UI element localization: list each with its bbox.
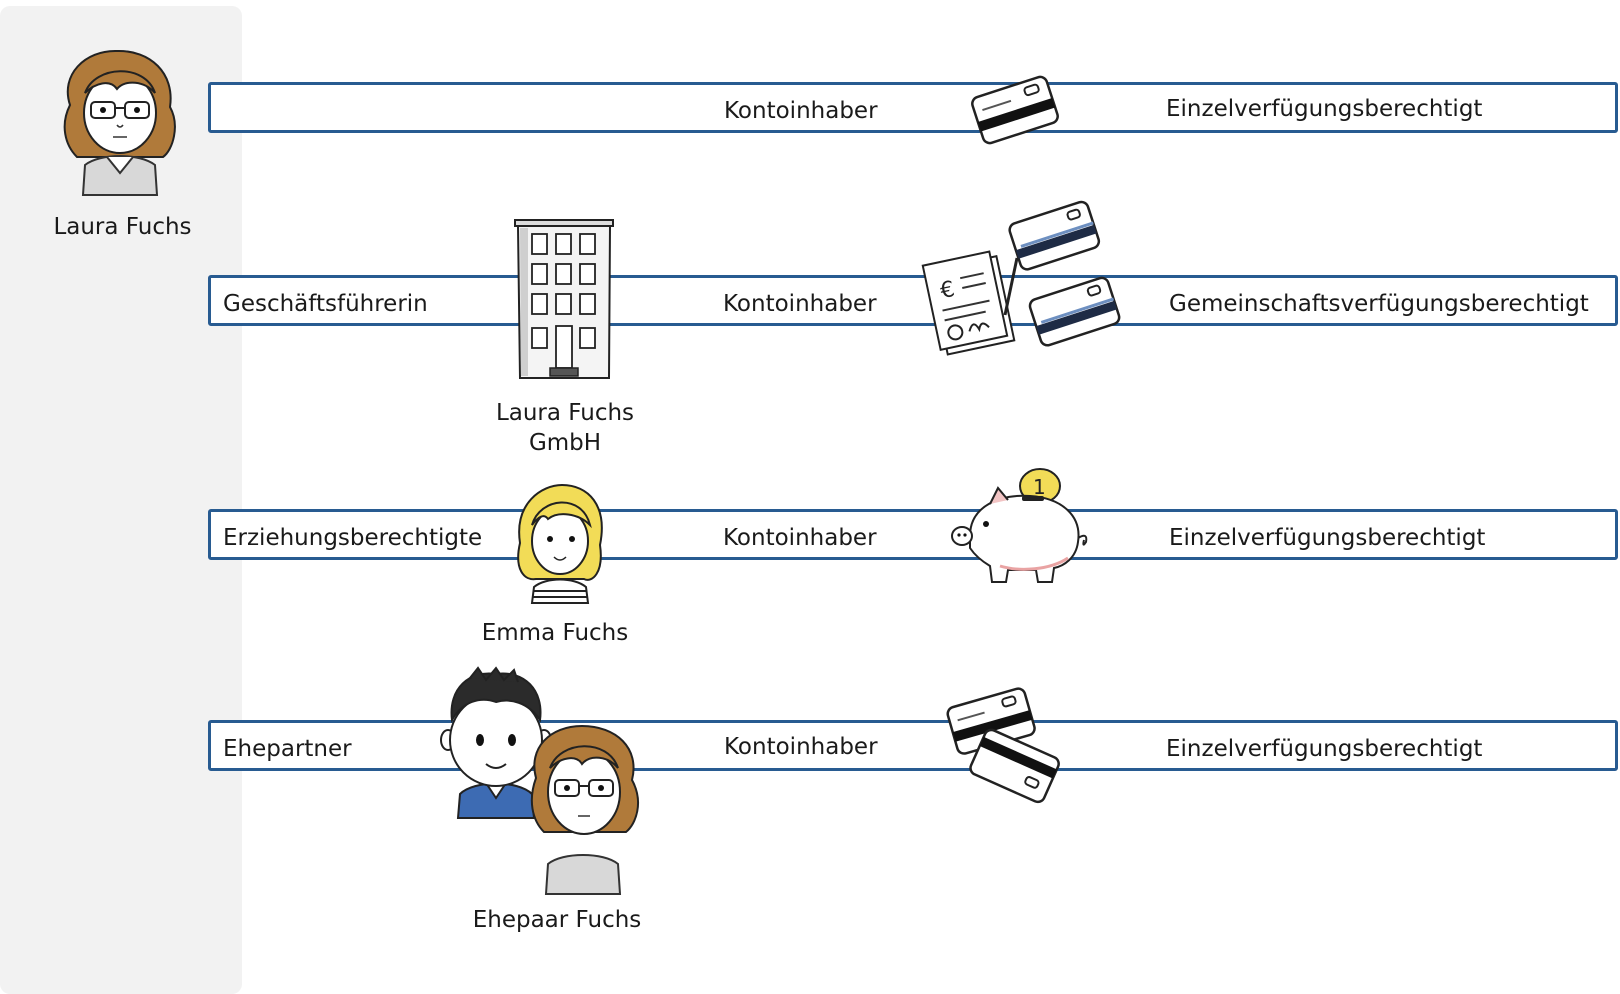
right-label: Einzelverfügungsberechtigt	[1166, 96, 1483, 122]
piggy-bank-icon: 1	[950, 466, 1100, 586]
main-person-name: Laura Fuchs	[53, 214, 192, 240]
owner-name: Ehepaar Fuchs	[472, 907, 642, 933]
right-label: Einzelverfügungsberechtigt	[1166, 736, 1483, 762]
account-row-4: Ehepartner Kontoinhaber Einzelverfügungs…	[208, 720, 1618, 771]
office-building-icon	[512, 218, 616, 383]
role-label: Ehepartner	[223, 736, 352, 762]
right-label: Einzelverfügungsberechtigt	[1169, 525, 1486, 551]
svg-text:1: 1	[1033, 475, 1046, 499]
account-row-2: Geschäftsführerin Kontoinhaber Gemeinsch…	[208, 275, 1618, 326]
right-label: Gemeinschaftsverfügungsberechtigt	[1169, 291, 1589, 317]
bank-card-icon	[970, 72, 1060, 147]
child-avatar-icon	[512, 483, 608, 607]
contract-and-cards-icon: €	[921, 200, 1121, 365]
owner-name-line2: GmbH	[528, 430, 602, 456]
svg-text:€: €	[938, 277, 957, 304]
center-label: Kontoinhaber	[724, 734, 878, 760]
center-label: Kontoinhaber	[724, 98, 878, 124]
couple-avatar-icon	[440, 666, 670, 896]
center-label: Kontoinhaber	[723, 291, 877, 317]
laura-avatar-icon	[55, 45, 185, 197]
owner-name-line1: Laura Fuchs	[495, 400, 635, 426]
two-bank-cards-icon	[945, 680, 1070, 804]
owner-name: Emma Fuchs	[481, 620, 629, 646]
center-label: Kontoinhaber	[723, 525, 877, 551]
role-label: Geschäftsführerin	[223, 291, 428, 317]
account-row-3: Erziehungsberechtigte Kontoinhaber Einze…	[208, 509, 1618, 560]
role-label: Erziehungsberechtigte	[223, 525, 483, 551]
account-row-1: Kontoinhaber Einzelverfügungsberechtigt	[208, 82, 1618, 133]
